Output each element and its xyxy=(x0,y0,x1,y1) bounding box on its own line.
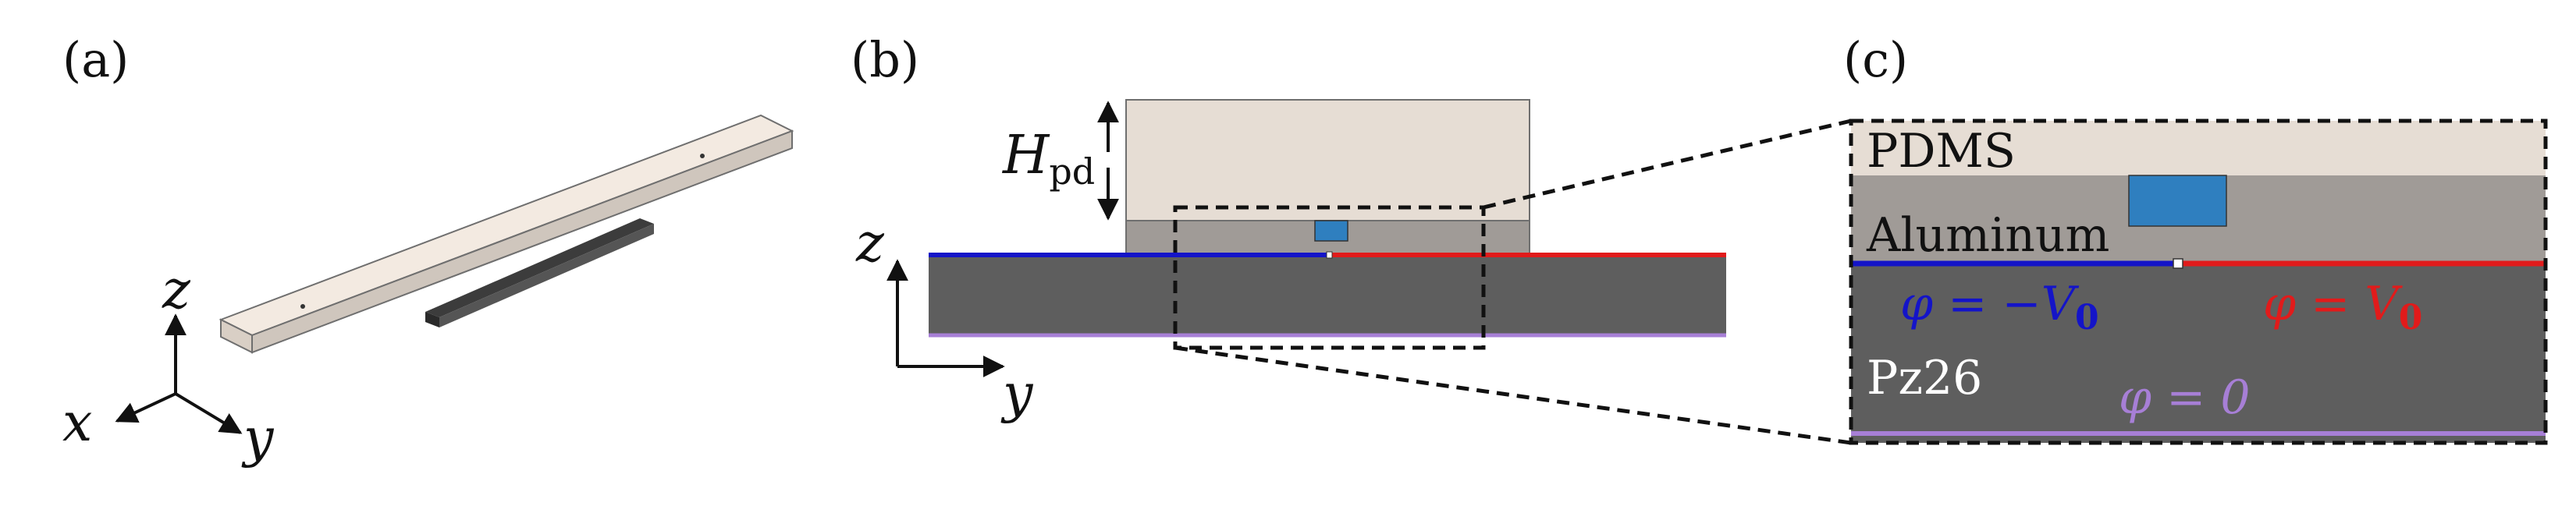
zoom-connector-bottom xyxy=(1174,345,1852,445)
panel-a: (a) z x y xyxy=(62,31,794,469)
panel-c-pz26-layer xyxy=(1851,264,2546,443)
panel-c-electrode-gap xyxy=(2173,258,2183,269)
panel-a-axis-triad: z x y xyxy=(62,260,275,469)
panel-a-transducer-bar xyxy=(425,218,654,327)
panel-c-left-potential: φ = −V0 xyxy=(1900,277,2099,338)
panel-b: (b) Hpd z y xyxy=(851,31,1726,425)
panel-a-y-label: y xyxy=(241,408,275,469)
panel-b-y-label: y xyxy=(1000,363,1034,425)
panel-b-zoom-box xyxy=(1173,205,1486,350)
panel-b-z-label: z xyxy=(855,213,885,274)
panel-c-channel xyxy=(2128,175,2227,227)
panel-c-pdms-label: PDMS xyxy=(1867,124,2016,179)
panel-b-height-subscript: pd xyxy=(1049,150,1095,193)
panel-c-pz26-label: Pz26 xyxy=(1867,351,1982,405)
panel-c-left-potential-sub: 0 xyxy=(2075,298,2099,338)
panel-b-label: (b) xyxy=(851,31,919,88)
panel-c-label: (c) xyxy=(1843,31,1908,88)
panel-c-bottom-potential: φ = 0 xyxy=(2119,370,2251,425)
panel-a-x-label: x xyxy=(62,392,92,454)
panel-c-right-potential: φ = V0 xyxy=(2263,277,2422,338)
panel-b-pdms-block xyxy=(1125,99,1530,221)
panel-c-pdms-layer xyxy=(1851,121,2546,175)
panel-c-right-potential-sub: 0 xyxy=(2399,298,2423,338)
panel-a-z-label: z xyxy=(162,260,191,321)
panel-b-height-label: Hpd xyxy=(1001,125,1095,193)
zoom-connector-top xyxy=(1483,119,1852,210)
panel-c-zoom-frame xyxy=(1849,119,2548,445)
panel-a-pdms-beam xyxy=(219,114,794,354)
panel-c-aluminum-label: Aluminum xyxy=(1866,208,2109,263)
panel-b-channel xyxy=(1314,220,1348,242)
panel-b-height-symbol: H xyxy=(1001,125,1050,186)
panel-c: (c) PDMS Aluminum Pz26 φ = −V0 φ = V0 φ … xyxy=(1843,31,2548,445)
panel-b-electrode-gap xyxy=(1326,251,1333,259)
panel-c-right-potential-main: φ = V xyxy=(2263,277,2403,331)
panel-c-left-potential-main: φ = −V xyxy=(1900,277,2080,331)
panel-b-pz26-substrate xyxy=(929,255,1726,335)
panel-a-label: (a) xyxy=(62,31,129,88)
